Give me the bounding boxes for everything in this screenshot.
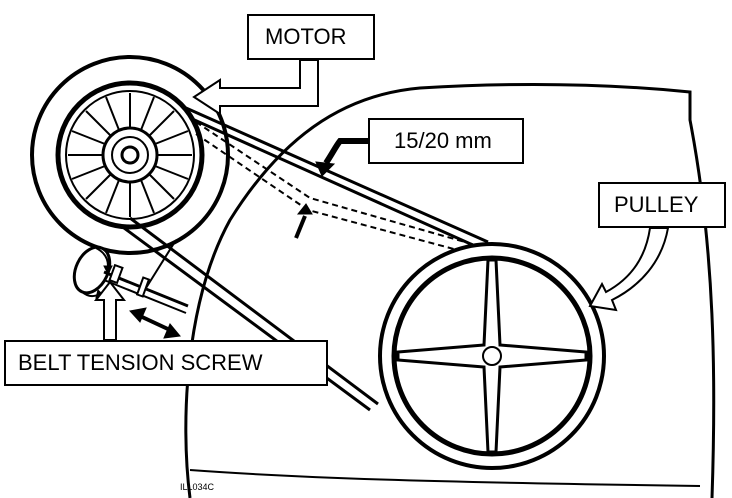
- driven-pulley: [378, 242, 606, 470]
- motor-pulley: [30, 55, 230, 255]
- belt-deflection-label: 15/20 mm: [368, 118, 524, 164]
- tension-screw-pointer-arrow: [93, 280, 127, 341]
- drive-belt: [119, 106, 489, 412]
- tension-screw-assembly: [72, 239, 189, 314]
- motor-pointer-arrow: [192, 59, 319, 116]
- housing-bottom-edge: [189, 469, 701, 487]
- belt-tension-screw-label: BELT TENSION SCREW: [4, 340, 328, 386]
- adjustment-double-arrow: [129, 307, 181, 339]
- illustration-reference-code: ILL034C: [180, 482, 215, 492]
- pulley-pointer-arrow: [588, 227, 670, 312]
- measure-pointer-arrow: [315, 138, 368, 177]
- motor-label: MOTOR: [247, 14, 375, 60]
- pulley-label: PULLEY: [598, 182, 726, 228]
- deflection-arrow: [294, 203, 313, 239]
- machine-housing-outline: [184, 83, 716, 498]
